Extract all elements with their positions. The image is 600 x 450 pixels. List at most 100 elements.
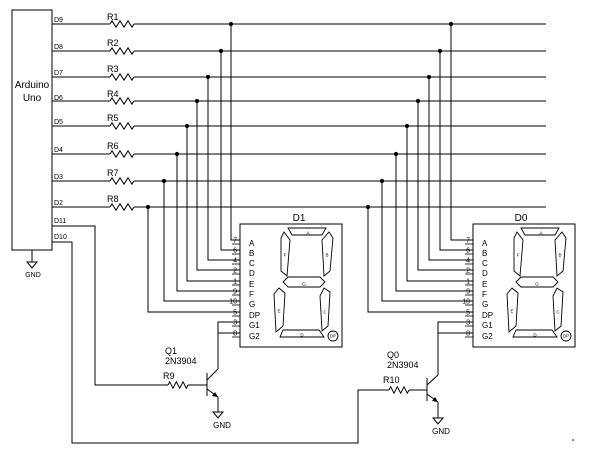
display-d1-pin-name: E [249, 280, 254, 289]
display-d1-segment-label: D [300, 333, 304, 338]
display-d0-pin-name: DP [482, 311, 493, 320]
junction-d0-d5 [404, 123, 410, 129]
display-d1-segment-f [280, 231, 291, 277]
display-d1-pin-name: B [249, 249, 254, 258]
display-d0-segment-label: G [535, 282, 539, 287]
display-d0-pin-name: D [482, 269, 488, 278]
transistor-q0-body [426, 374, 439, 403]
display-d1-pin-name: A [249, 239, 255, 248]
junction-d1-d2 [145, 204, 151, 210]
display-d1-pin-number: 10 [229, 299, 237, 306]
display-d1-segment-dp [327, 330, 339, 342]
resistor-r6 [109, 149, 135, 159]
wire-display-d1-pin-e [186, 126, 240, 282]
pin-label-d4: D4 [54, 147, 63, 154]
resistor-r3 [109, 72, 135, 82]
resistor-label-r4: R4 [107, 89, 119, 99]
display-d0-segment-e [506, 287, 519, 333]
display-d0-segment-label: E [510, 309, 513, 314]
wire-d0-common [437, 321, 473, 342]
display-d0-pin-name: A [482, 239, 488, 248]
wire-display-d0-pin-b [439, 51, 473, 251]
display-d0-segment-b [554, 231, 567, 277]
display-d0-pin-name: G [482, 300, 488, 309]
display-d0-pin-name: B [482, 249, 487, 258]
display-d0-pin-number: 8 [466, 331, 470, 338]
transistor-q0-part: 2N3904 [387, 360, 419, 370]
resistor-label-r2: R2 [107, 38, 119, 48]
resistor-label-r3: R3 [107, 64, 119, 74]
arduino-board [11, 9, 53, 251]
pin-label-d8: D8 [54, 44, 63, 51]
display-d1-pin-number: 5 [233, 310, 237, 317]
pin-label-d2: D2 [54, 200, 63, 207]
pin-label-d7: D7 [54, 70, 63, 77]
resistor-r2 [109, 46, 135, 56]
pin-label-d10: D10 [54, 234, 67, 241]
wire-display-d1-pin-dp [147, 207, 240, 313]
display-d0-pin-number: 9 [466, 289, 470, 296]
display-d1-pin-number: 7 [233, 238, 237, 245]
wire-display-d1-pin-b [220, 51, 240, 251]
transistor-q0-emitter-arrow [432, 397, 438, 402]
display-d0-segment-label: C [556, 310, 560, 315]
pin-label-d11: D11 [54, 218, 66, 225]
junction-d0-d8 [437, 48, 443, 54]
transistor-q1-part: 2N3904 [165, 356, 197, 366]
resistors [109, 19, 410, 395]
resistor-label-r6: R6 [107, 141, 119, 151]
wire-d1-common [217, 321, 240, 342]
resistor-label-r1: R1 [107, 12, 119, 22]
transistor-q0-ref: Q0 [387, 350, 399, 360]
resistor-r5 [109, 121, 135, 131]
display-d0-pin-name: C [482, 259, 488, 268]
resistor-label-r8: R8 [107, 194, 119, 204]
display-d0-segment-c [552, 287, 564, 332]
display-d0-title: D0 [515, 213, 528, 224]
transistor-q1-body [206, 368, 219, 398]
display-d1-pin-number: 4 [233, 258, 237, 265]
junction-d0-d6 [415, 98, 421, 104]
wire-display-d0-pin-a [450, 24, 473, 241]
junction-d1-d8 [218, 48, 224, 54]
pin-label-d5: D5 [54, 119, 63, 126]
display-d1-pin-name: G2 [249, 332, 260, 341]
display-d0-segment-g [515, 276, 559, 288]
junction-d0-d4 [393, 151, 399, 157]
display-d1-title: D1 [293, 213, 306, 224]
resistor-label-r9: R9 [163, 371, 175, 381]
display-d0-segment-f [513, 231, 524, 277]
display-d1-pin-name: G [249, 300, 255, 309]
display-d1-pin-number: 8 [233, 331, 237, 338]
transistor-q1-leads [211, 342, 225, 419]
display-d1-pin-number: 9 [233, 289, 237, 296]
junction-dots [145, 21, 454, 210]
display-d1-pin-number: 6 [233, 248, 237, 255]
display-d0-pin-number: 3 [466, 320, 470, 327]
arduino-gnd-label: GND [25, 272, 41, 279]
resistor-label-r10: R10 [383, 375, 400, 385]
junction-d1-d5 [184, 123, 190, 129]
display-d1-pin-number: 3 [233, 320, 237, 327]
display-d0-pin-number: 10 [462, 299, 470, 306]
junction-d0-d7 [426, 74, 432, 80]
display-d1-pin-number: 1 [233, 279, 237, 286]
display-d1-segment-g [282, 276, 326, 288]
wire-display-d1-pin-d [196, 101, 240, 271]
display-d1-segment-label: DP [330, 334, 336, 339]
display-d1-pin-name: DP [249, 311, 260, 320]
wire-d11-to-r9 [52, 225, 168, 386]
display-d0-pin-number: 1 [466, 279, 470, 286]
transistor-q1-ref: Q1 [165, 346, 177, 356]
display-d1-pin-name: C [249, 259, 255, 268]
wire-display-d0-pin-f [395, 154, 473, 292]
display-d0-pin-name: F [482, 290, 487, 299]
arduino-name-line1: Arduino [15, 80, 50, 91]
display-d0-segment-label: D [533, 333, 537, 338]
wire-display-d0-pin-g [381, 181, 473, 302]
display-d0-pin-name: G1 [482, 321, 493, 330]
